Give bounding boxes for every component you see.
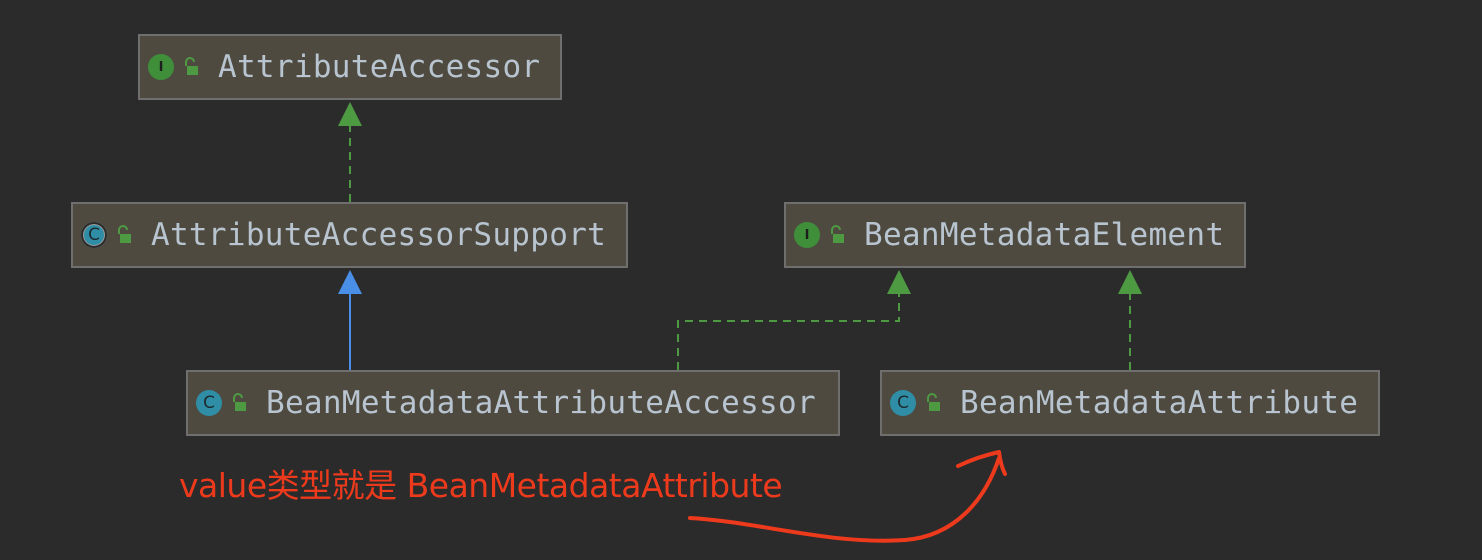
node-name: BeanMetadataAttribute (960, 385, 1359, 421)
node-bean-metadata-attribute[interactable]: C BeanMetadataAttribute (880, 370, 1380, 436)
annotation-arrowhead (956, 450, 1007, 476)
annotation-text: value类型就是 BeanMetadataAttribute (179, 466, 783, 505)
node-name: AttributeAccessor (218, 49, 541, 85)
arrowhead-element-right (1118, 270, 1142, 294)
unlocked-icon (233, 393, 246, 411)
node-bean-metadata-attribute-accessor[interactable]: C BeanMetadataAttributeAccessor (186, 370, 840, 436)
node-name: AttributeAccessorSupport (151, 217, 607, 253)
interface-icon: I (148, 54, 174, 80)
unlocked-icon (831, 225, 844, 243)
interface-icon: I (794, 222, 820, 248)
node-bean-metadata-element[interactable]: I BeanMetadataElement (784, 202, 1246, 268)
class-icon: C (196, 390, 222, 416)
node-attribute-accessor[interactable]: I AttributeAccessor (138, 34, 562, 100)
node-name: BeanMetadataAttributeAccessor (266, 385, 816, 421)
unlocked-icon (185, 57, 198, 75)
arrowhead-element-left (887, 270, 911, 294)
node-name: BeanMetadataElement (864, 217, 1225, 253)
edge-accessor-implements-element (677, 292, 900, 370)
arrowhead-support (338, 270, 362, 294)
unlocked-icon (118, 225, 131, 243)
node-attribute-accessor-support[interactable]: C AttributeAccessorSupport (71, 202, 628, 268)
arrowhead-accessor (338, 102, 362, 126)
unlocked-icon (927, 393, 940, 411)
abstract-class-icon: C (81, 222, 107, 248)
annotation-arrow (688, 456, 1001, 543)
class-icon: C (890, 390, 916, 416)
